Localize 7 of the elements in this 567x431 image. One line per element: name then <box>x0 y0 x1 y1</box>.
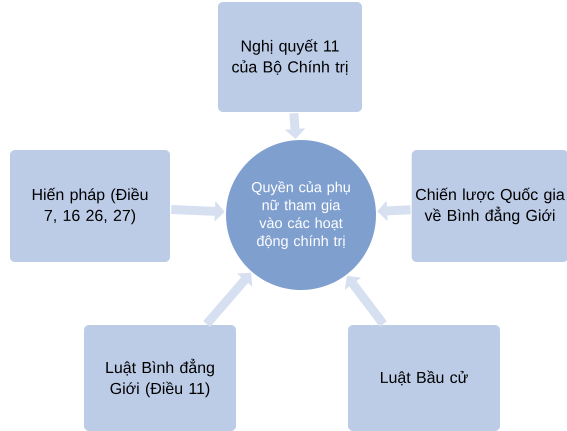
source-box: Hiến pháp (Điều 7, 16 26, 27) <box>10 150 170 262</box>
source-box: Luật Bầu cử <box>348 325 500 431</box>
block-arrow <box>344 276 387 327</box>
source-box: Nghị quyết 11 của Bộ Chính trị <box>218 2 362 112</box>
block-arrow <box>203 272 252 327</box>
source-box: Luật Bình đẳng Giới (Điều 11) <box>84 325 236 431</box>
source-box: Chiến lược Quốc gia về Bình đẳng Giới <box>412 150 567 262</box>
